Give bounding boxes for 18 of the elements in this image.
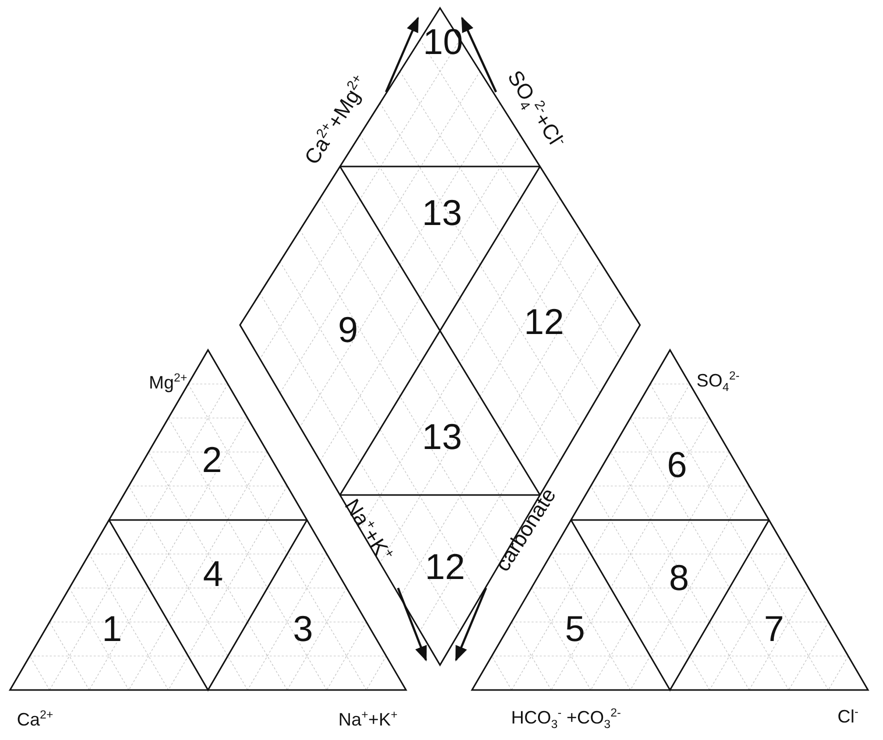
zone-number: 12: [424, 549, 466, 585]
zone-number: 13: [422, 195, 462, 231]
vertex-label: Cl$^{-}$: [838, 706, 858, 726]
zone-number: 6: [666, 447, 688, 483]
vertex-label: Na$^{+}$+K$^{+}$: [338, 710, 398, 728]
zone-number: 1: [102, 611, 122, 647]
zone-number: 5: [564, 611, 586, 647]
zone-number: 12: [524, 304, 564, 340]
zone-number: 2: [202, 442, 222, 478]
vertex-label: Ca$^{2+}$: [16, 710, 54, 728]
zone-number: 13: [422, 419, 462, 455]
zone-number: 8: [668, 560, 690, 596]
zone-number: 9: [338, 312, 358, 348]
zone-number: 3: [292, 611, 314, 647]
zone-number: 7: [764, 611, 784, 647]
vertex-label: Mg$^{2+}$: [148, 372, 188, 392]
zone-number: 4: [202, 556, 224, 592]
zone-number: 10: [422, 24, 464, 60]
